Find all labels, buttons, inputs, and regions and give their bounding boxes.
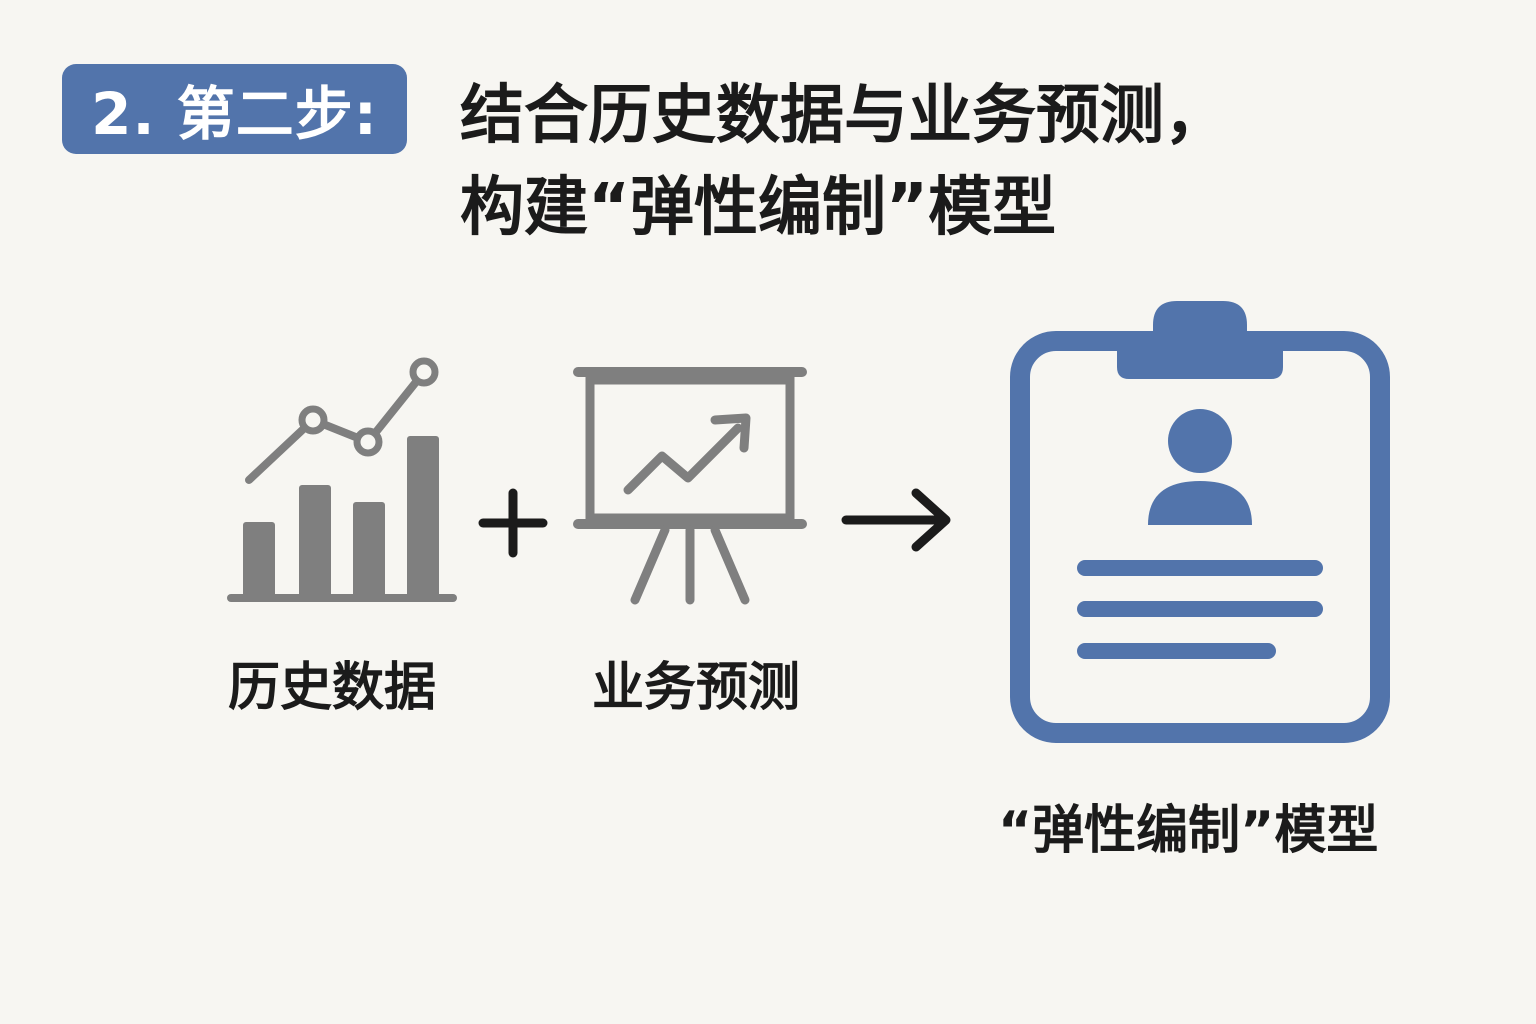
bar-line-chart-icon [227, 357, 457, 602]
arrow-right-icon [841, 488, 951, 552]
plus-icon [478, 488, 548, 558]
page-title: 结合历史数据与业务预测， 构建“弹性编制”模型 [460, 70, 1228, 254]
title-line-1: 结合历史数据与业务预测， [460, 79, 1228, 153]
label-historical-data: 历史数据 [228, 658, 437, 718]
clipboard-profile-icon [1010, 301, 1390, 743]
title-line-2: 构建“弹性编制”模型 [460, 171, 1057, 245]
step-badge: 2. 第二步: [62, 64, 407, 154]
presentation-board-icon [573, 367, 807, 605]
label-business-forecast: 业务预测 [592, 658, 801, 718]
label-flexible-staffing-model: “弹性编制”模型 [998, 801, 1379, 861]
